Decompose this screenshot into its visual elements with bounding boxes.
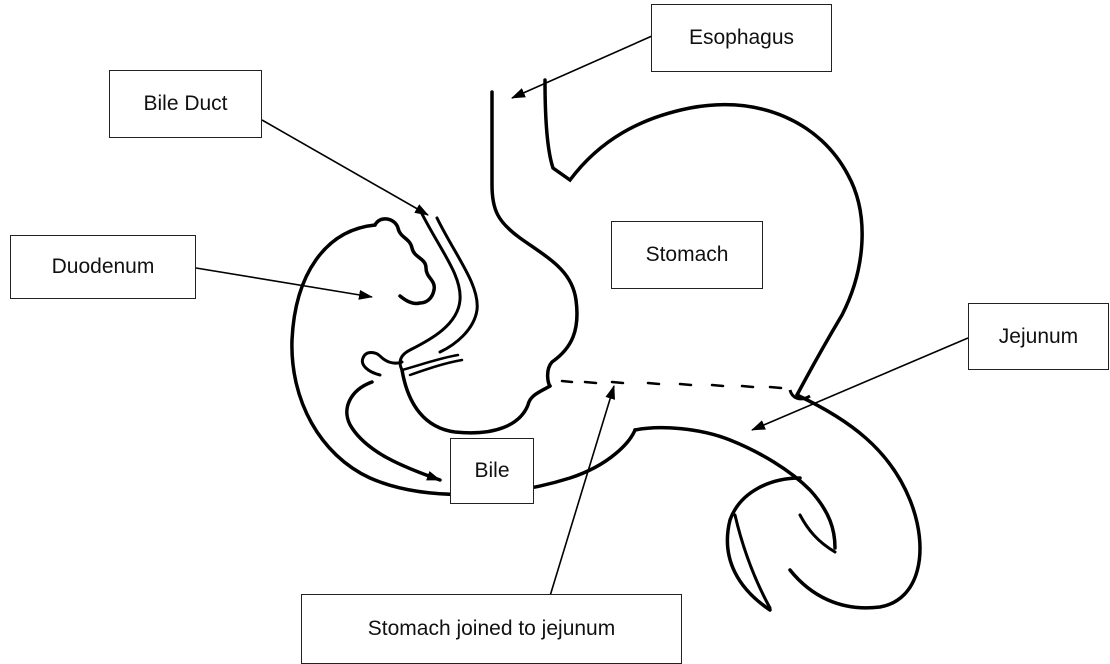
duct-connection-lines [402, 355, 462, 375]
esophagus-left-wall [492, 92, 577, 386]
jejunum-inner-loop [727, 478, 800, 610]
bile-duct-arrow [262, 120, 428, 215]
bile-label: Bile [450, 438, 534, 504]
duodenum-arrow [196, 268, 372, 297]
esophagus-label: Esophagus [651, 4, 832, 72]
stomach-lower-antrum [402, 370, 550, 433]
anastomosis-arrow [550, 386, 614, 596]
jejunum-arrow [752, 338, 968, 430]
jejunum-label: Jejunum [968, 303, 1109, 370]
jejunum-outer-curve [790, 395, 920, 608]
duodenum-stump [375, 219, 434, 304]
anastomosis-stitches [562, 381, 781, 388]
esophagus-arrow [512, 36, 652, 98]
jejunum-upper-loop [635, 428, 835, 548]
stomach-label: Stomach [611, 221, 763, 289]
stomach-joined-label: Stomach joined to jejunum [301, 594, 682, 664]
duodenum-label: Duodenum [10, 235, 196, 299]
bile-duct-label: Bile Duct [109, 70, 262, 138]
papilla-loop [362, 353, 402, 376]
bile-flow-arrow [347, 382, 440, 480]
